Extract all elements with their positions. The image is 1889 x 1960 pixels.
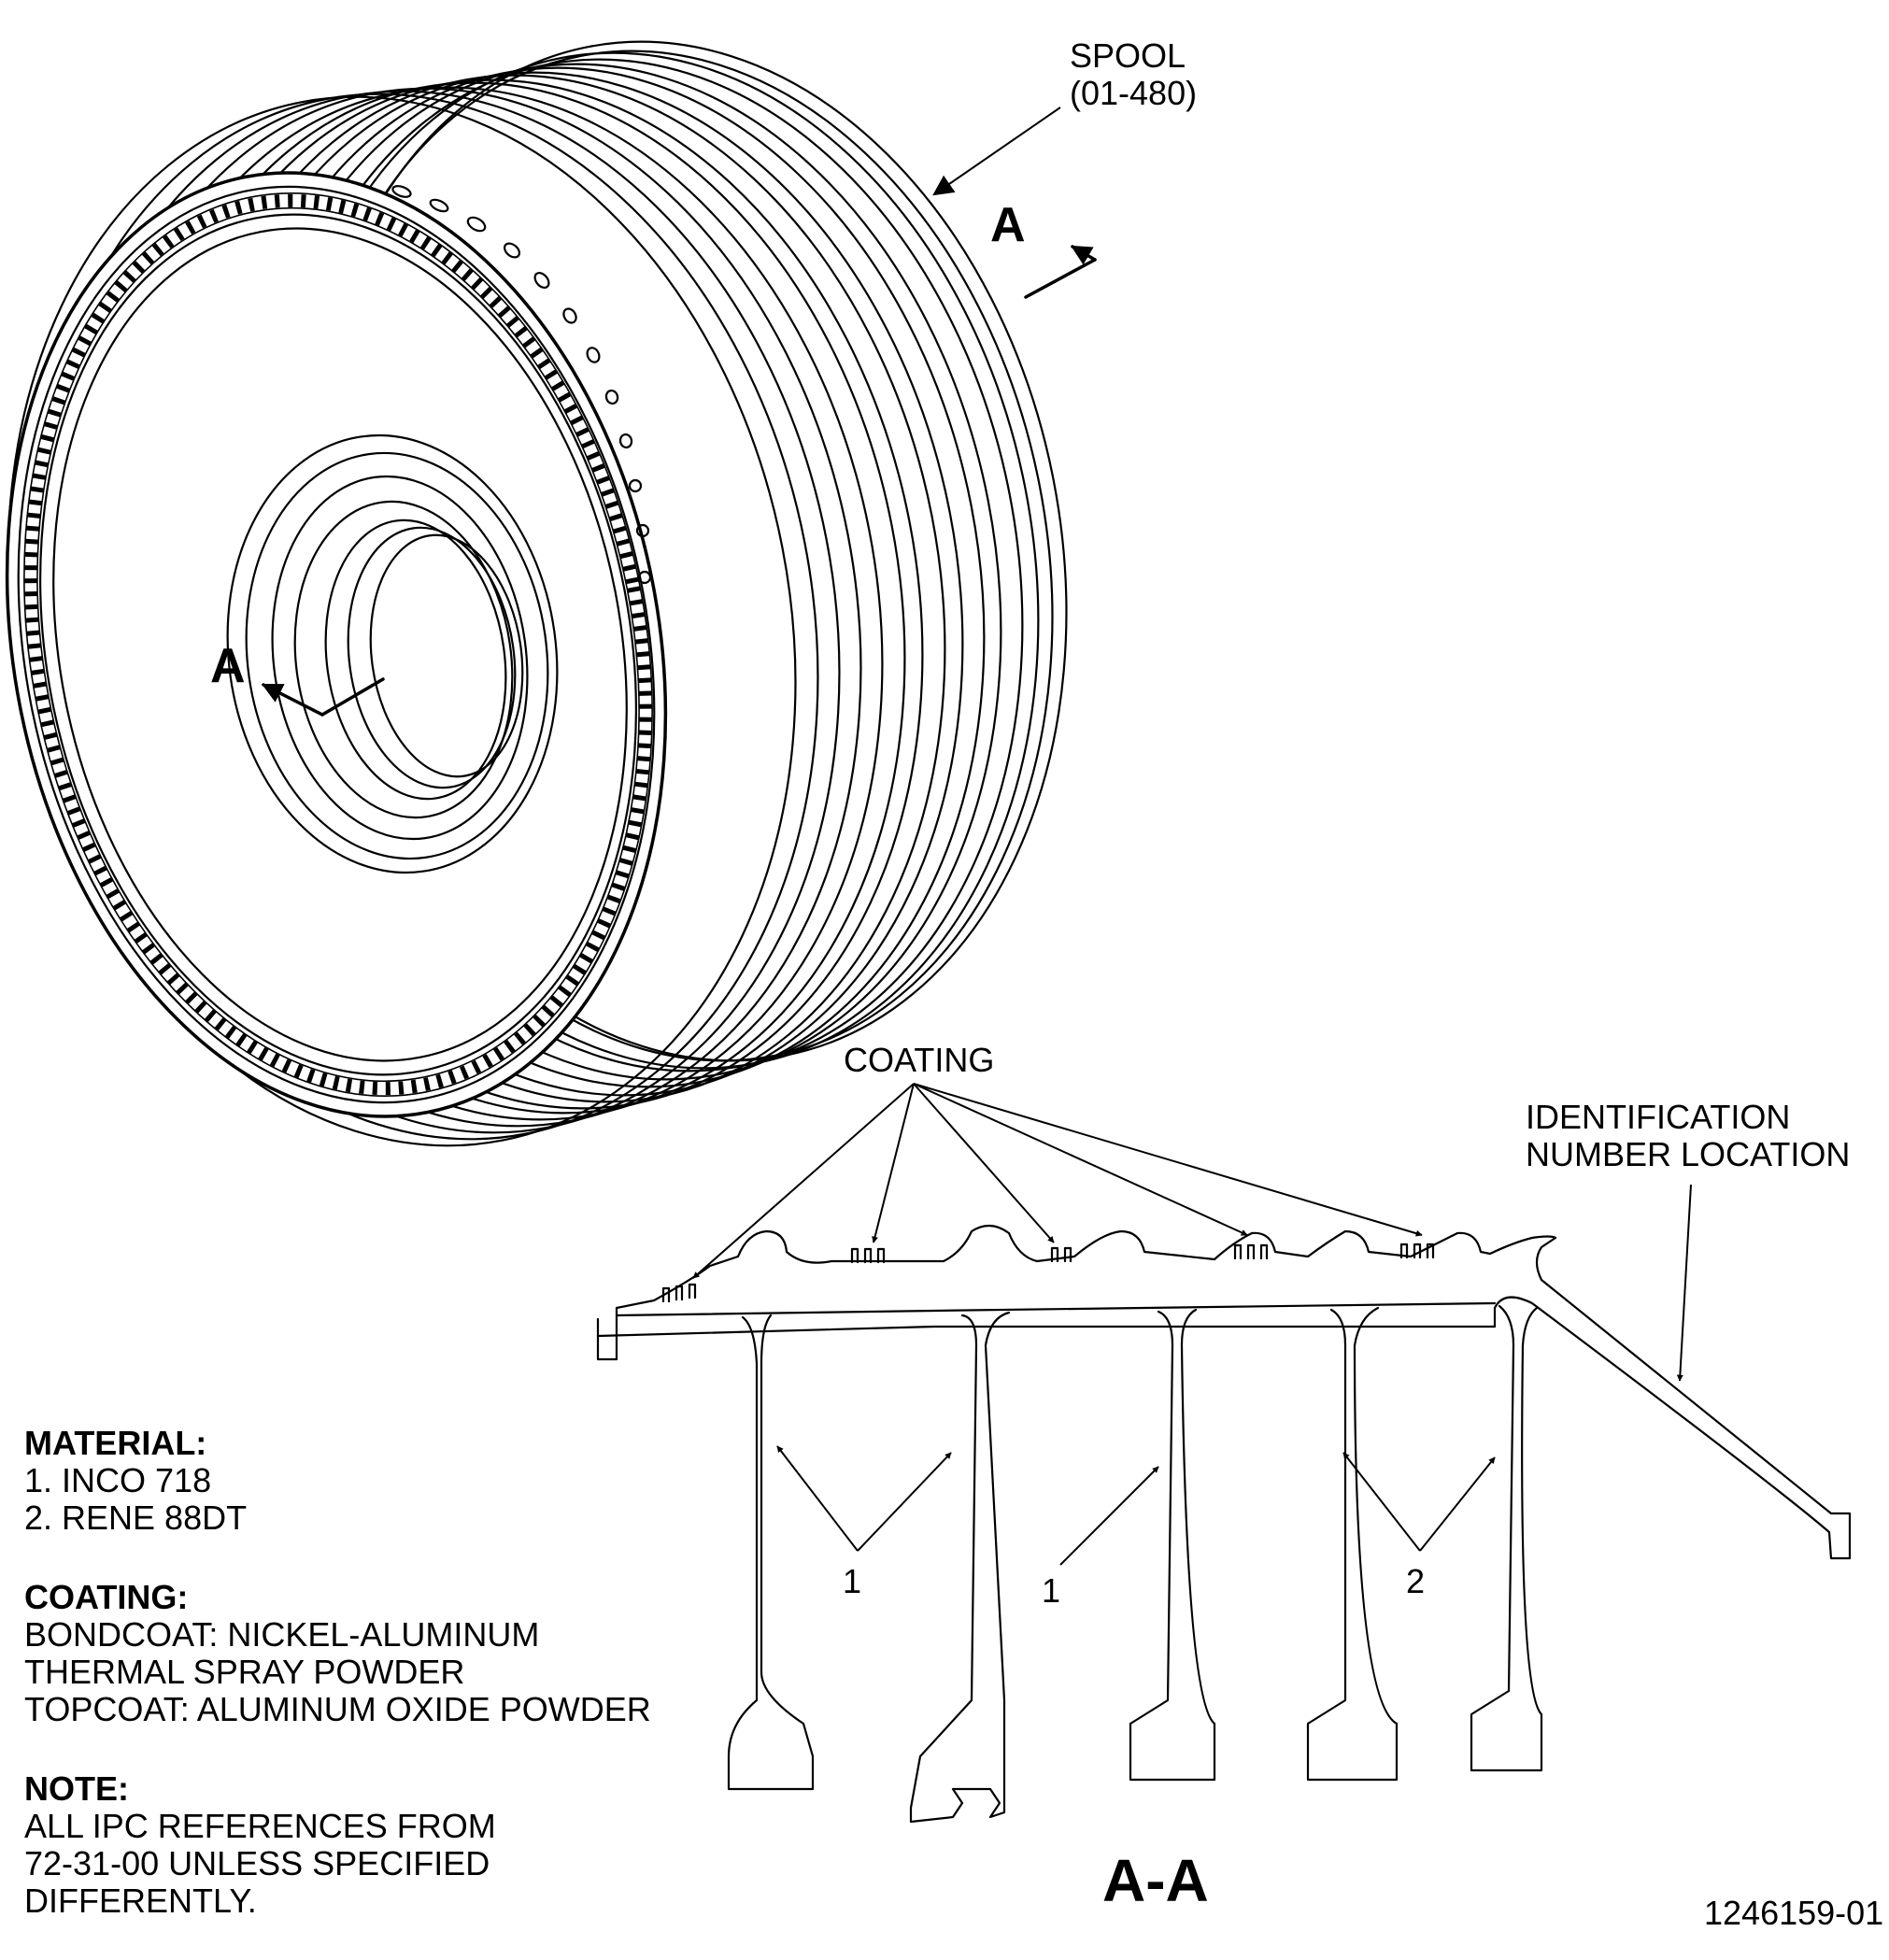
material-item: 2. RENE 88DT	[24, 1498, 248, 1537]
item-callout-1a: 1	[843, 1562, 861, 1600]
figure-number: 1246159-01	[1704, 1894, 1883, 1932]
disk-stage-2	[909, 1311, 1011, 1824]
section-cut-upper: A	[990, 198, 1097, 299]
item-callout-1b: 1	[1042, 1571, 1060, 1610]
coating-heading: COATING:	[24, 1578, 189, 1616]
spool-label: SPOOL	[1070, 36, 1186, 75]
coating-label: COATING	[844, 1041, 994, 1079]
coating-line: BONDCOAT: NICKEL-ALUMINUM	[24, 1615, 540, 1654]
spool-bore	[226, 433, 559, 874]
id-location-label-line2: NUMBER LOCATION	[1526, 1135, 1850, 1173]
disk-stage-4	[1306, 1306, 1399, 1782]
section-aa-view: COATING IDENTIFICATION NUMBER LOCATION 1…	[596, 1041, 1852, 1914]
note-line: ALL IPC REFERENCES FROM	[24, 1807, 496, 1845]
coating-teeth	[661, 1243, 1435, 1303]
coating-line: THERMAL SPRAY POWDER	[24, 1653, 465, 1691]
spool-cooling-holes	[391, 185, 652, 585]
spool-front-flange	[5, 171, 668, 1118]
id-location-label-line1: IDENTIFICATION	[1526, 1098, 1790, 1136]
item-callout-2: 2	[1406, 1562, 1425, 1600]
material-heading: MATERIAL:	[24, 1424, 207, 1462]
note-line: DIFFERENTLY.	[24, 1882, 257, 1920]
spool-isometric-view: A A SPOOL (01-480)	[5, 36, 1197, 1147]
material-notes: MATERIAL: 1. INCO 718 2. RENE 88DT	[24, 1425, 247, 1537]
material-item: 1. INCO 718	[24, 1461, 212, 1499]
coating-line: TOPCOAT: ALUMINUM OXIDE POWDER	[24, 1690, 651, 1728]
disk-stage-1	[727, 1314, 815, 1791]
note-line: 72-31-00 UNLESS SPECIFIED	[24, 1844, 490, 1882]
section-mark-lower: A	[210, 639, 246, 693]
section-mark-upper: A	[990, 198, 1026, 252]
disk-stage-5	[1470, 1304, 1543, 1772]
coating-notes: COATING: BONDCOAT: NICKEL-ALUMINUM THERM…	[24, 1579, 651, 1728]
note-heading: NOTE:	[24, 1769, 129, 1808]
spool-reference: (01-480)	[1070, 74, 1197, 112]
section-cut-lower: A	[210, 639, 385, 717]
general-notes: NOTE: ALL IPC REFERENCES FROM 72-31-00 U…	[24, 1770, 496, 1920]
disk-stage-3	[1129, 1308, 1216, 1782]
section-title: A-A	[1102, 1847, 1209, 1914]
